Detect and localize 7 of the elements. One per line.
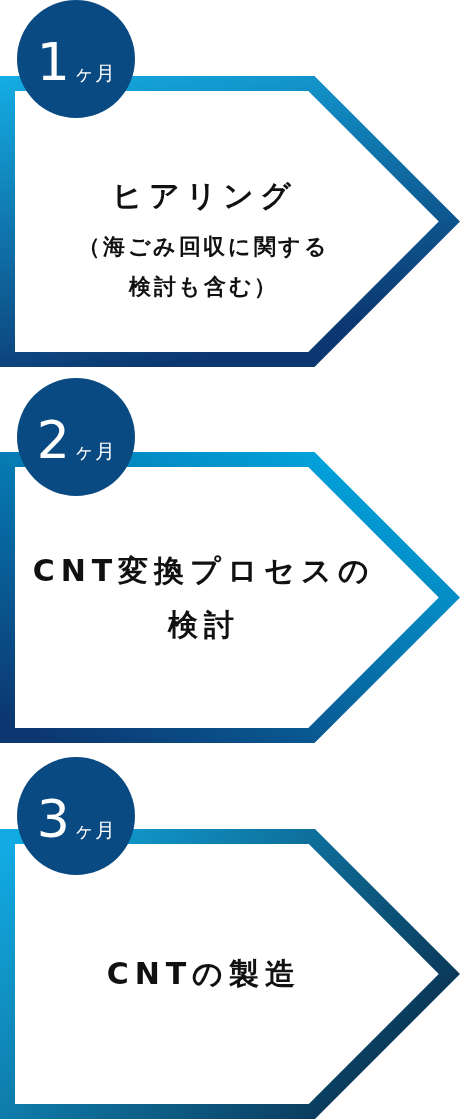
step-title: CNTの製造 bbox=[106, 955, 302, 993]
duration-label: 1ヶ月 bbox=[36, 31, 116, 88]
duration-label: 2ヶ月 bbox=[36, 409, 116, 466]
step-description: （海ごみ回収に関する検討も含む） bbox=[77, 232, 331, 301]
step-title: ヒアリング bbox=[111, 176, 297, 215]
duration-label: 3ヶ月 bbox=[36, 788, 116, 845]
step-title: CNT変換プロセスの検討 bbox=[31, 551, 377, 644]
